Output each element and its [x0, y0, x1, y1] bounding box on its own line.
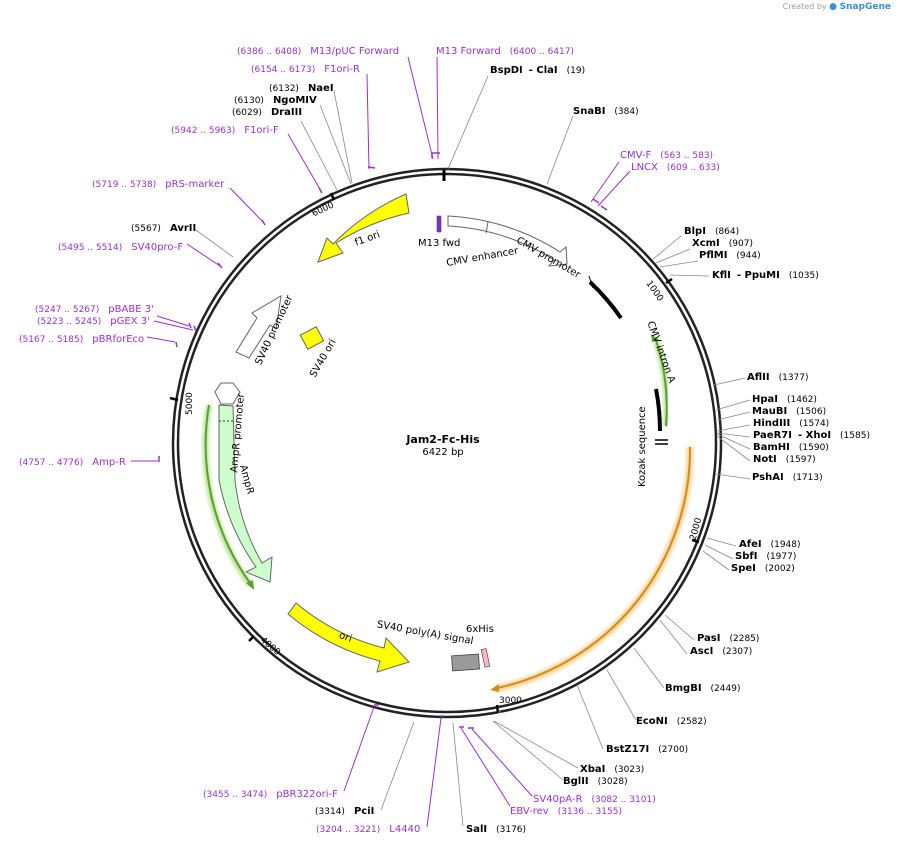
primer-pbrforeco: (5167 .. 5185)pBRforEco — [19, 334, 144, 345]
orange-orf-glow — [494, 446, 694, 693]
enzyme-sali: SalI(3176) — [466, 824, 526, 835]
enzyme-bmgbi: BmgBI(2449) — [665, 683, 740, 694]
primer-sv40pa-r: SV40pA-R(3082 .. 3101) — [533, 794, 656, 805]
orange-orf-line — [496, 446, 692, 689]
tick-4000: 4000 — [258, 635, 282, 658]
green-orf-head — [651, 334, 659, 342]
sv40-polya-box — [451, 653, 480, 672]
enzyme-ngomiv: (6130)NgoMIV — [234, 95, 317, 106]
enzyme-kfli: KflI- PpuMI(1035) — [712, 270, 819, 281]
backbone-inner-ring — [176, 172, 718, 714]
sv40-promoter-arrow — [235, 295, 282, 359]
ampr-arrow — [218, 404, 273, 583]
enzyme-pflmi: PflMI(944) — [699, 250, 761, 261]
label-m13-fwd: M13 fwd — [418, 238, 460, 249]
enzyme-maubi: MauBI(1506) — [752, 406, 826, 417]
orange-orf-head — [490, 684, 499, 692]
features — [202, 193, 694, 693]
enzyme-spei: SpeI(2002) — [731, 563, 795, 574]
tick-3000: 3000 — [499, 696, 522, 706]
cmv-intron-start — [588, 275, 594, 289]
cmv-arrow — [447, 215, 568, 267]
primer-lncx: LNCX(609 .. 633) — [631, 162, 720, 173]
enzyme-sbfi: SbfI(1977) — [735, 551, 796, 562]
sv40-ori-box — [299, 326, 325, 350]
enzyme-econi: EcoNI(2582) — [636, 716, 707, 727]
enzyme-draiii: (6029)DraIII — [232, 107, 302, 118]
cmv-intron-a-arc — [588, 280, 623, 320]
primer-prs-marker: (5719 .. 5738)pRS-marker — [92, 179, 225, 190]
primer-pbr322ori-f: (3455 .. 3474)pBR322ori-F — [203, 789, 338, 800]
his-tag-feature — [480, 648, 491, 668]
label-cmv-intron-a: CMV intron A — [644, 320, 677, 385]
enzyme-bamhi: BamHI(1590) — [753, 442, 829, 453]
enzyme-asci: AscI(2307) — [690, 646, 752, 657]
enzyme-afei: AfeI(1948) — [739, 539, 801, 550]
primer-pbabe-3: (5247 .. 5267)pBABE 3' — [35, 304, 154, 315]
plasmid-name: Jam2-Fc-His — [405, 433, 480, 446]
enzyme-pasi: PasI(2285) — [697, 633, 759, 644]
label-f1-ori: f1 ori — [353, 229, 381, 248]
enzyme-bstz17i: BstZ17I(2700) — [606, 744, 688, 755]
brand-name: SnapGene — [839, 2, 891, 12]
snapgene-logo-icon: ● — [829, 2, 838, 12]
tick-marks — [169, 192, 700, 714]
enzyme-pcii: (3314)PciI — [315, 806, 374, 817]
enzyme-aflii: AflII(1377) — [747, 372, 809, 383]
primer-labels: M13 Forward(6400 .. 6417) CMV-F(563 .. 5… — [19, 46, 720, 835]
enzyme-labels: BspDI- ClaI(19) SnaBI(384) BlpI(864) Xcm… — [131, 65, 870, 835]
f1-ori-arrow — [317, 193, 410, 263]
green-orf-line — [655, 339, 668, 427]
tick-5000: 5000 — [185, 392, 195, 415]
primer-m13-forward: M13 Forward(6400 .. 6417) — [436, 46, 574, 57]
label-ori: ori — [337, 630, 353, 645]
enzyme-bglii: BglII(3028) — [563, 776, 628, 787]
label-cmv-promoter: CMV promoter — [514, 235, 583, 281]
primer-m13-puc-forward: (6386 .. 6408)M13/pUC Forward — [237, 46, 399, 57]
ampr-orf-line — [204, 404, 251, 584]
enzyme-leaders — [195, 75, 751, 827]
primer-f1ori-r: (6154 .. 6173)F1ori-R — [251, 64, 360, 75]
brand-prefix: Created by — [782, 2, 827, 11]
enzyme-bspdi: BspDI- ClaI(19) — [490, 65, 585, 76]
enzyme-hpai: HpaI(1462) — [752, 394, 817, 405]
m13-fwd-feature — [436, 215, 442, 233]
primer-ebv-rev: EBV-rev(3136 .. 3155) — [510, 806, 622, 817]
enzyme-xcmi: XcmI(907) — [692, 238, 753, 249]
cmv-divider — [485, 221, 489, 234]
primer-pgex-3: (5223 .. 5245)pGEX 3' — [37, 316, 150, 327]
label-kozak: Kozak sequence — [637, 406, 648, 487]
enzyme-snabi: SnaBI(384) — [573, 106, 639, 117]
enzyme-xbai: XbaI(3023) — [580, 764, 644, 775]
enzyme-hindiii: HindIII(1574) — [753, 418, 829, 429]
enzyme-paer7i: PaeR7I- XhoI(1585) — [753, 430, 870, 441]
ori-arrow — [287, 602, 410, 673]
primer-f1ori-f: (5942 .. 5963)F1ori-F — [171, 125, 279, 136]
primer-cmv-f: CMV-F(563 .. 583) — [620, 150, 713, 161]
ampr-promoter-arrow — [214, 382, 241, 405]
enzyme-blpi: BlpI(864) — [684, 226, 739, 237]
primer-leaders — [131, 56, 631, 828]
backbone-outer-ring — [171, 167, 723, 719]
kozak-bar — [654, 388, 663, 432]
enzyme-naei: (6132)NaeI — [269, 83, 334, 94]
enzyme-noti: NotI(1597) — [753, 454, 816, 465]
plasmid-length: 6422 bp — [422, 447, 463, 458]
enzyme-avrii: (5567)AvrII — [131, 223, 196, 234]
primer-l4440: (3204 .. 3221)L4440 — [316, 824, 420, 835]
enzyme-pshai: PshAI(1713) — [752, 472, 823, 483]
snapgene-brand: Created by ● SnapGene — [783, 2, 891, 12]
primer-amp-r: (4757 .. 4776)Amp-R — [19, 457, 126, 468]
primer-sv40pro-f: (5495 .. 5514)SV40pro-F — [58, 242, 183, 253]
ampr-orf-head — [246, 580, 254, 590]
label-6xhis: 6xHis — [466, 624, 494, 635]
